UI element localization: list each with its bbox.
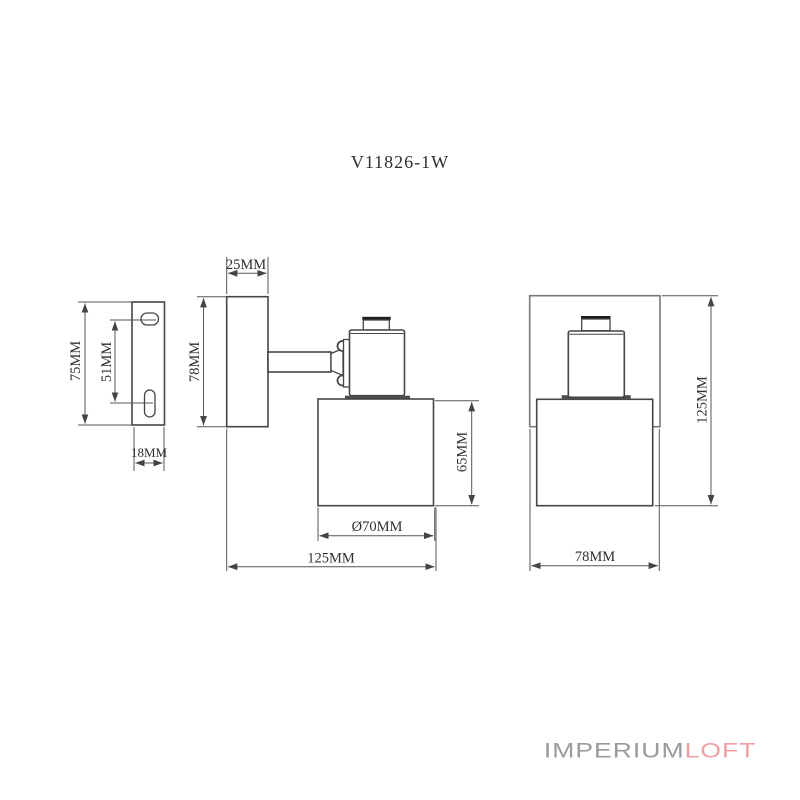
front-view-dimensions	[529, 295, 718, 571]
joint-cone	[330, 347, 344, 377]
model-number-title: V11826-1W	[350, 152, 450, 172]
lamp-holder-side	[348, 329, 406, 397]
dim-label-18mm: 18MM	[131, 445, 168, 460]
knob-front	[581, 318, 611, 332]
dim-label-75mm: 75MM	[68, 341, 84, 381]
brand-logo: IMPERIUMLOFT	[543, 738, 756, 763]
dim-label-51mm: 51MM	[99, 342, 115, 382]
logo-loft-text: LOFT	[684, 737, 756, 763]
lamp-side-view	[225, 295, 435, 507]
knob-cap-side	[362, 316, 391, 321]
lamp-holder-front	[567, 330, 626, 399]
arm-side	[267, 351, 332, 373]
lamp-front-view	[528, 294, 661, 507]
knob-cap-front	[581, 316, 611, 320]
plate-side-outline	[131, 301, 166, 426]
dim-label-25mm: 25MM	[226, 257, 266, 273]
shade-rim-side	[345, 395, 410, 400]
dim-label-70mm: Ø70MM	[352, 519, 403, 535]
dim-label-78mm-width: 78MM	[575, 549, 615, 565]
dim-label-78mm: 78MM	[187, 342, 203, 382]
dim-label-125mm-height: 125MM	[695, 376, 711, 424]
shade-side	[317, 398, 435, 507]
wall-base-side	[225, 295, 269, 428]
shade-front	[535, 398, 654, 507]
left-view-dimensions	[78, 301, 165, 471]
dim-label-125mm-depth: 125MM	[307, 551, 355, 567]
side-view-dimensions	[197, 257, 479, 571]
knob-side	[362, 319, 390, 331]
dim-label-65mm: 65MM	[455, 432, 471, 472]
logo-imperium-text: IMPERIUM	[543, 737, 685, 763]
keyhole-slot-top	[140, 312, 160, 326]
